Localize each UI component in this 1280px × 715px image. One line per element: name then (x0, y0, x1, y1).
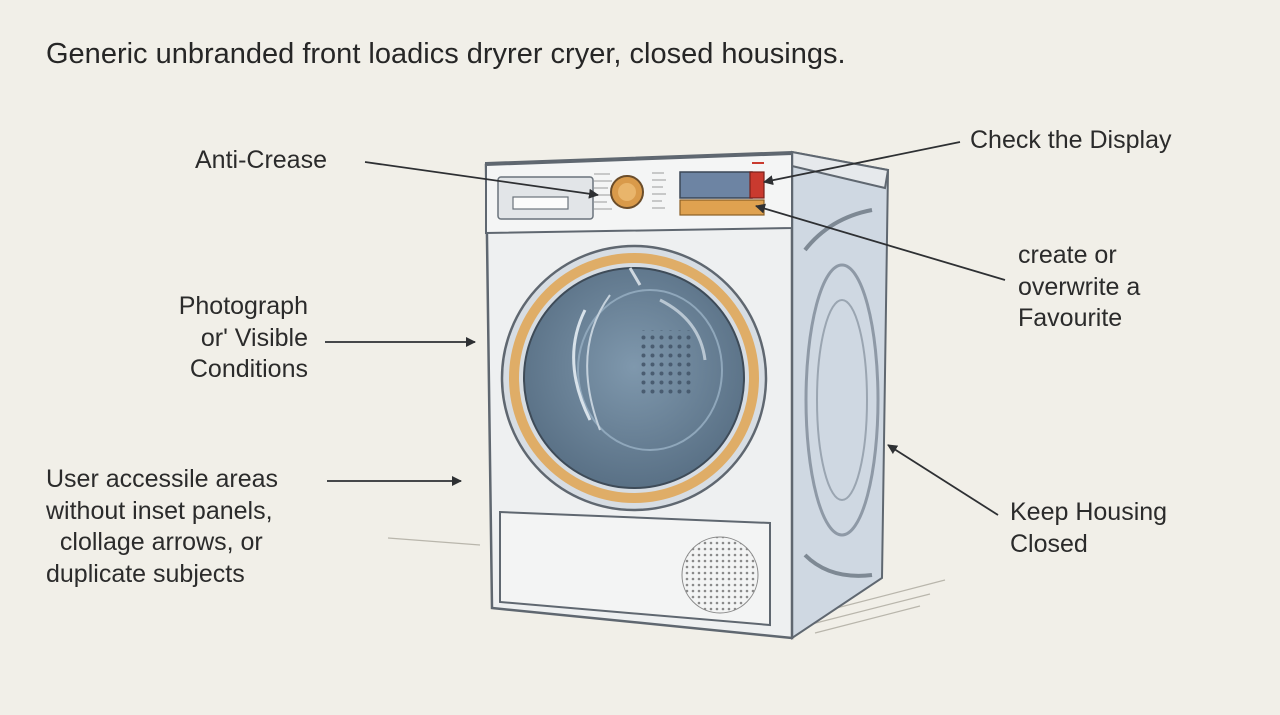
label-photograph: Photograph or' Visible Conditions (178, 292, 308, 383)
label-keep-housing: Keep Housing Closed (1010, 498, 1168, 558)
display-orange-strip (679, 199, 765, 216)
vent-grille (681, 536, 759, 614)
display-screen (679, 171, 753, 199)
bottom-panel (499, 510, 771, 627)
arrow-keep-housing (887, 444, 999, 516)
dryer-door[interactable] (500, 244, 768, 512)
diagram-title: Generic unbranded front loadics dryrer c… (46, 38, 846, 70)
label-check-display: Check the Display (970, 126, 1172, 154)
label-anti-crease: Anti-Crease (195, 146, 327, 174)
leader-arrows (325, 141, 1006, 516)
arrow-favourite (755, 203, 1006, 281)
arrow-anti-crease (364, 161, 599, 199)
drawer-handle (512, 196, 569, 210)
control-panel (485, 152, 793, 235)
dryer-side-panel (791, 150, 890, 640)
display-red-button[interactable] (749, 171, 765, 199)
label-favourite: create or overwrite a Favourite (1018, 241, 1141, 332)
arrow-check-display (763, 141, 961, 186)
label-user-areas: User accessile areas without inset panel… (46, 465, 279, 588)
